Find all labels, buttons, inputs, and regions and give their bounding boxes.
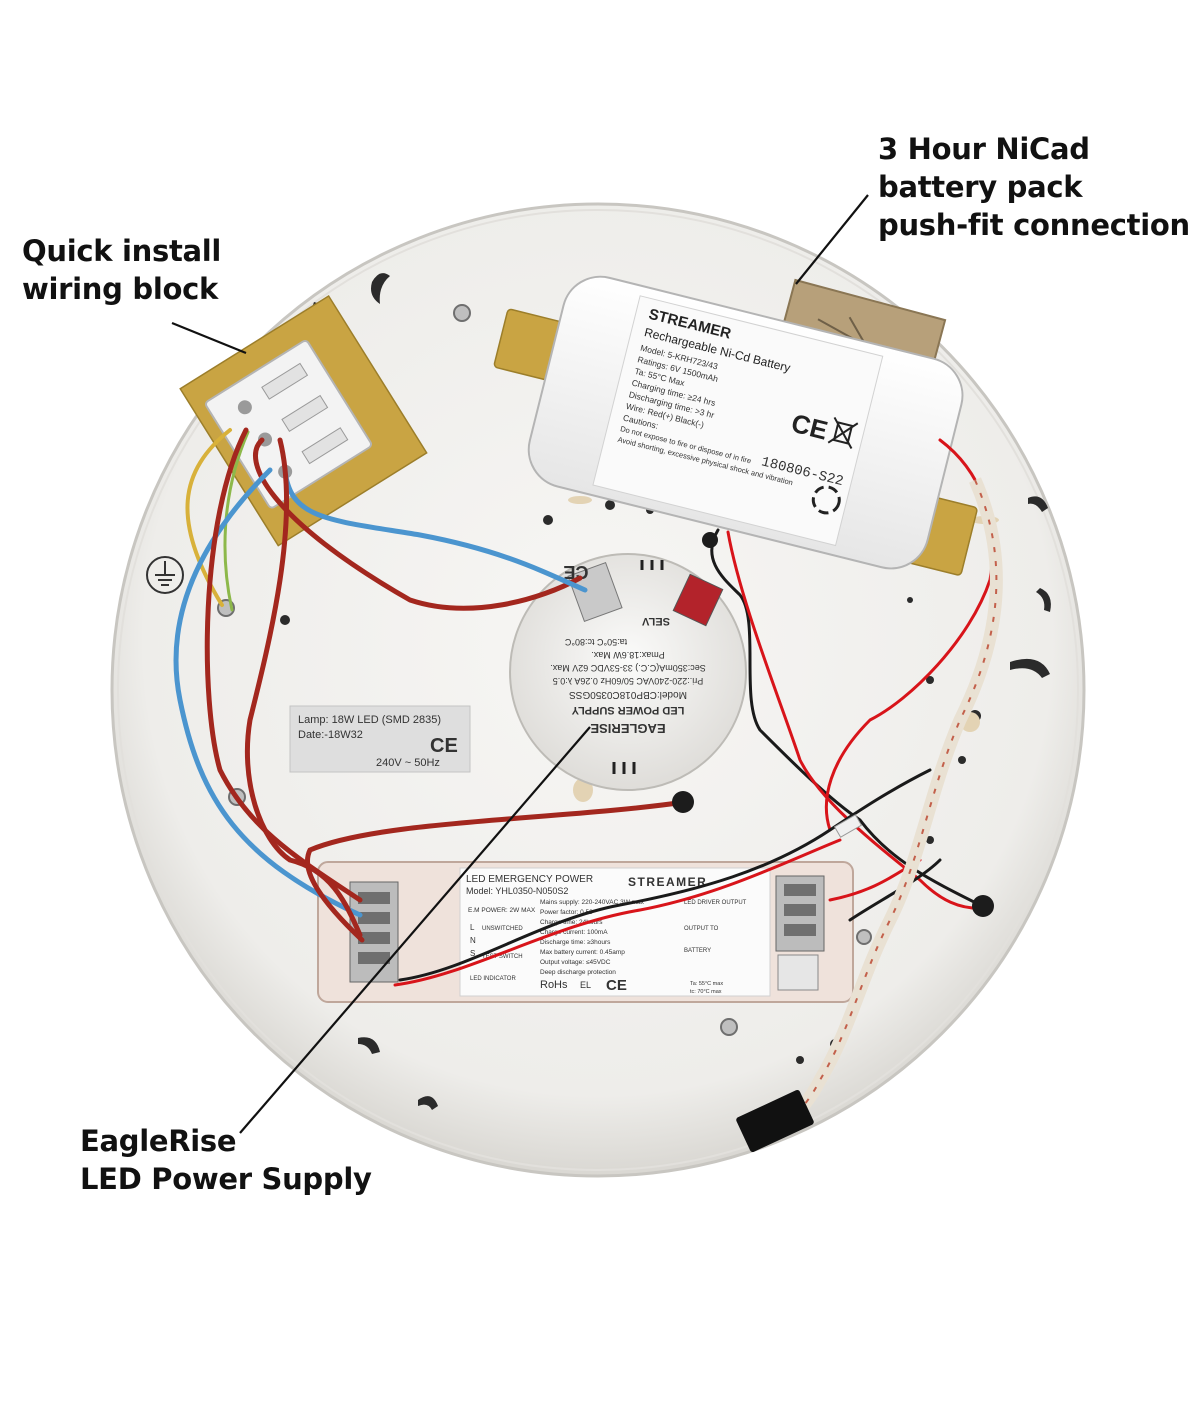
earth-symbol-icon [146, 556, 184, 594]
callout-power-supply-line-1: EagleRise [80, 1124, 237, 1158]
callout-battery-line-3: push-fit connection [878, 208, 1190, 242]
emergency-spec-5: Max battery current: 0.45amp [540, 949, 625, 956]
emergency-el: EL [580, 980, 591, 990]
rating-label: Lamp: 18W LED (SMD 2835) Date:-18W32 CE … [289, 705, 471, 773]
emergency-spec-3: Charge current: 100mA [540, 929, 608, 936]
module-connector-slots [358, 884, 816, 964]
battery-pack: STREAMER Rechargeable Ni-Cd Battery Mode… [527, 275, 964, 570]
emergency-spec-0: Mains supply: 220-240VAC 3W max [540, 899, 645, 906]
emergency-right-label-0: LED DRIVER OUTPUT [684, 900, 747, 906]
emergency-led-indicator: LED INDICATOR [470, 976, 516, 982]
driver-vent-marks [612, 560, 664, 774]
emergency-label-text: LED EMERGENCY POWER Model: YHL0350-N050S… [466, 874, 747, 995]
emergency-left-label-0: L [470, 923, 475, 932]
driver-line-2: Pmax:18.6W Max. [591, 650, 665, 660]
driver-line-1: Sec:350mA(C.C.) 33-53VDC 62V Max. [550, 663, 706, 673]
emergency-unswitched: UNSWITCHED [482, 926, 523, 932]
emergency-ce-mark: CE [606, 977, 627, 994]
emergency-test-switch: TEST SWITCH [482, 954, 523, 960]
driver-line-3: ta:50°C tc:80°C [564, 637, 627, 647]
callout-power-supply-line-2: LED Power Supply [80, 1162, 372, 1196]
callout-wiring-block: Quick install wiring block [22, 232, 221, 308]
emergency-temp-1: tc: 70°C max [690, 989, 722, 995]
grommets [672, 532, 994, 917]
driver-model: Model:CBP018C0350GSS [569, 689, 687, 700]
driver-line-0: Pri.:220-240VAC 50/60Hz 0.26A λ:0.5 [553, 676, 703, 686]
callout-lines [171, 194, 869, 1134]
battery-connector [736, 1089, 814, 1153]
callout-wiring-line-1: Quick install [22, 234, 222, 268]
cable-tie [833, 814, 863, 838]
sleeved-cable [785, 477, 1003, 1125]
emergency-temp-0: Ta: 55°C max [690, 981, 723, 987]
callout-power-supply: EagleRise LED Power Supply [80, 1122, 372, 1198]
emergency-left-label-1: N [470, 936, 476, 945]
rating-date: Date:-18W32 [298, 729, 363, 741]
emergency-spec-1: Power factor: 0.50 [540, 909, 593, 916]
callout-wiring-line-2: wiring block [22, 272, 218, 306]
eaglerise-driver: EAGLERISE LED POWER SUPPLY Model:CBP018C… [509, 553, 747, 791]
emergency-spec-2: Charge time: 24hours [540, 919, 603, 926]
emergency-title: LED EMERGENCY POWER [466, 874, 593, 885]
bin-icon [827, 416, 859, 449]
recycle-icon [811, 485, 841, 515]
rating-voltage: 240V ~ 50Hz [376, 757, 440, 769]
callout-battery-line-1: 3 Hour NiCad [878, 132, 1090, 166]
emergency-right-label-1: OUTPUT TO [684, 926, 719, 932]
emergency-left-label-2: S [470, 949, 475, 958]
callout-battery-pack: 3 Hour NiCad battery pack push-fit conne… [878, 130, 1190, 244]
emergency-model: Model: YHL0350-N050S2 [466, 886, 568, 896]
emergency-right-label-2: BATTERY [684, 948, 711, 954]
rating-lamp: Lamp: 18W LED (SMD 2835) [298, 714, 441, 726]
emergency-spec-4: Discharge time: ≥3hours [540, 939, 611, 946]
emergency-spec-7: Deep discharge protection [540, 969, 616, 976]
driver-brand: EAGLERISE [590, 721, 665, 736]
emergency-brand: STREAMER [628, 875, 707, 889]
rating-ce-mark: CE [430, 735, 458, 757]
driver-title: LED POWER SUPPLY [571, 704, 684, 716]
driver-selv: SELV [641, 615, 670, 627]
emergency-em-power: E.M POWER: 2W MAX [468, 907, 536, 914]
emergency-rohs: RoHs [540, 979, 568, 991]
wires [173, 427, 995, 987]
callout-battery-line-2: battery pack [878, 170, 1083, 204]
emergency-spec-6: Output voltage: ≤45VDC [540, 959, 611, 966]
